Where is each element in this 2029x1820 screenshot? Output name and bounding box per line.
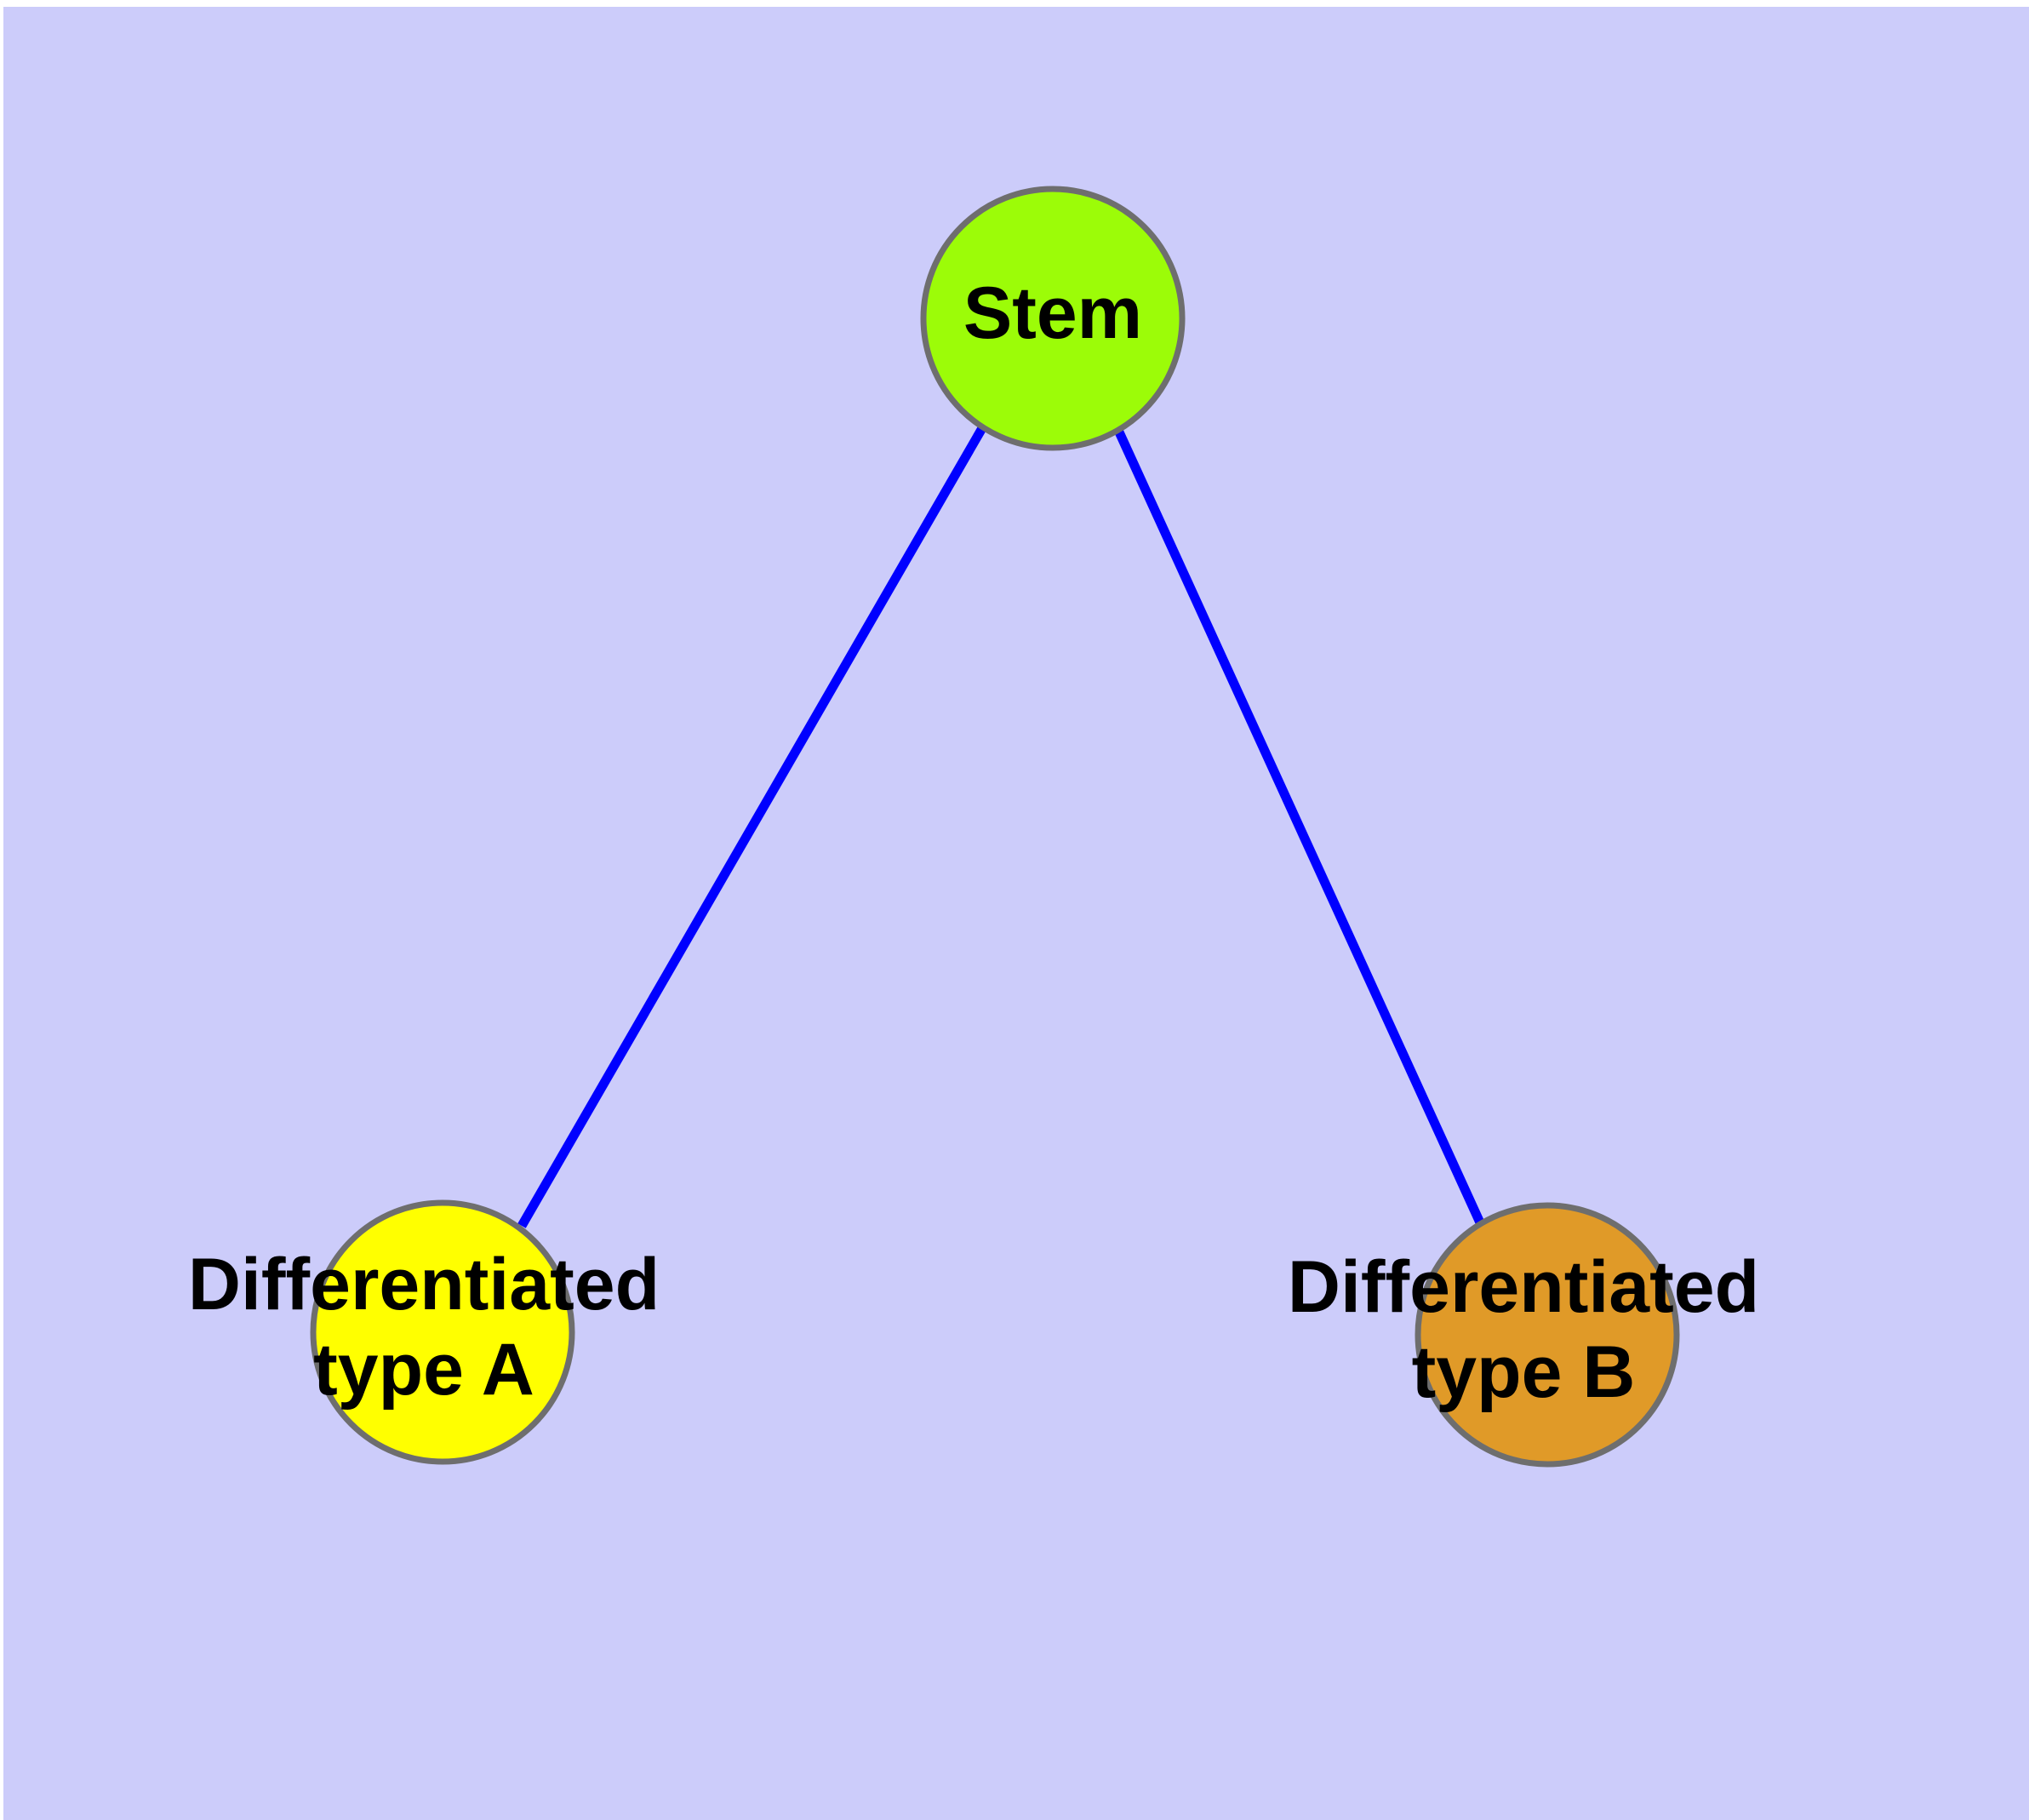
- graph-node-diff_b[interactable]: [1415, 1202, 1680, 1468]
- graph-node-stem[interactable]: [920, 186, 1186, 451]
- graph-node-label-stem: Stem: [963, 272, 1142, 354]
- graph-edge[interactable]: [1112, 424, 1489, 1233]
- label-line: Differentiated: [1288, 1246, 1759, 1328]
- label-line: Stem: [963, 272, 1142, 354]
- nodes-layer: [310, 186, 1680, 1468]
- graph-node-diff_a[interactable]: [310, 1199, 575, 1465]
- edges-layer: [517, 424, 1489, 1233]
- label-line: type A: [313, 1329, 534, 1411]
- label-line: Differentiated: [188, 1244, 660, 1325]
- label-line: type B: [1412, 1331, 1636, 1413]
- graph-edge[interactable]: [517, 426, 986, 1228]
